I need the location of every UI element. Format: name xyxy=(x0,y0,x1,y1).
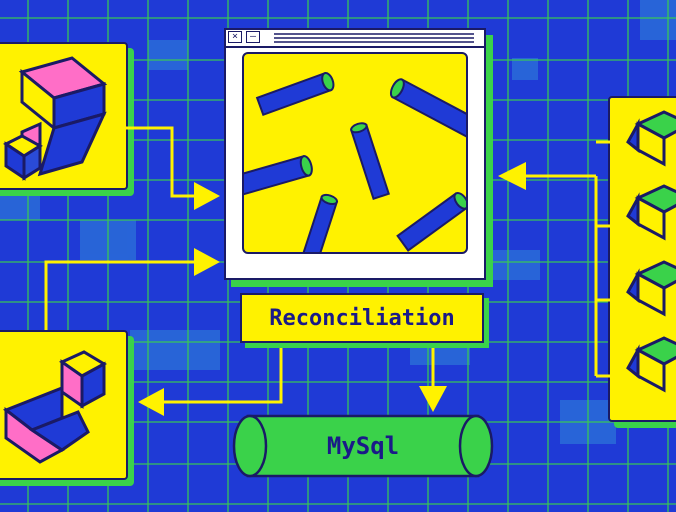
cylinder-icon xyxy=(255,71,333,117)
reconciliation-label: Reconciliation xyxy=(269,305,455,331)
close-icon[interactable]: × xyxy=(228,31,242,43)
source-panel-top-left xyxy=(0,42,128,190)
cylinder-icon xyxy=(301,195,339,252)
source-panel-right xyxy=(608,96,676,422)
cylinder-icon xyxy=(232,414,494,478)
mysql-database: MySql xyxy=(232,413,494,479)
minimize-icon[interactable]: — xyxy=(246,31,260,43)
reconciliation-box: Reconciliation xyxy=(240,293,484,343)
cube-stack-icon xyxy=(626,110,676,393)
3d-block-icon xyxy=(2,350,108,464)
cylinder-icon xyxy=(350,124,390,200)
cylinders-illustration xyxy=(244,71,466,252)
cylinder-icon xyxy=(244,155,311,201)
app-window: × — xyxy=(224,28,486,280)
3d-block-icon xyxy=(3,56,108,181)
titlebar-stripes xyxy=(274,33,474,43)
window-titlebar: × — xyxy=(226,30,484,48)
window-canvas xyxy=(242,52,468,254)
target-panel-bottom-left xyxy=(0,330,128,480)
database-label: MySql xyxy=(326,432,400,460)
